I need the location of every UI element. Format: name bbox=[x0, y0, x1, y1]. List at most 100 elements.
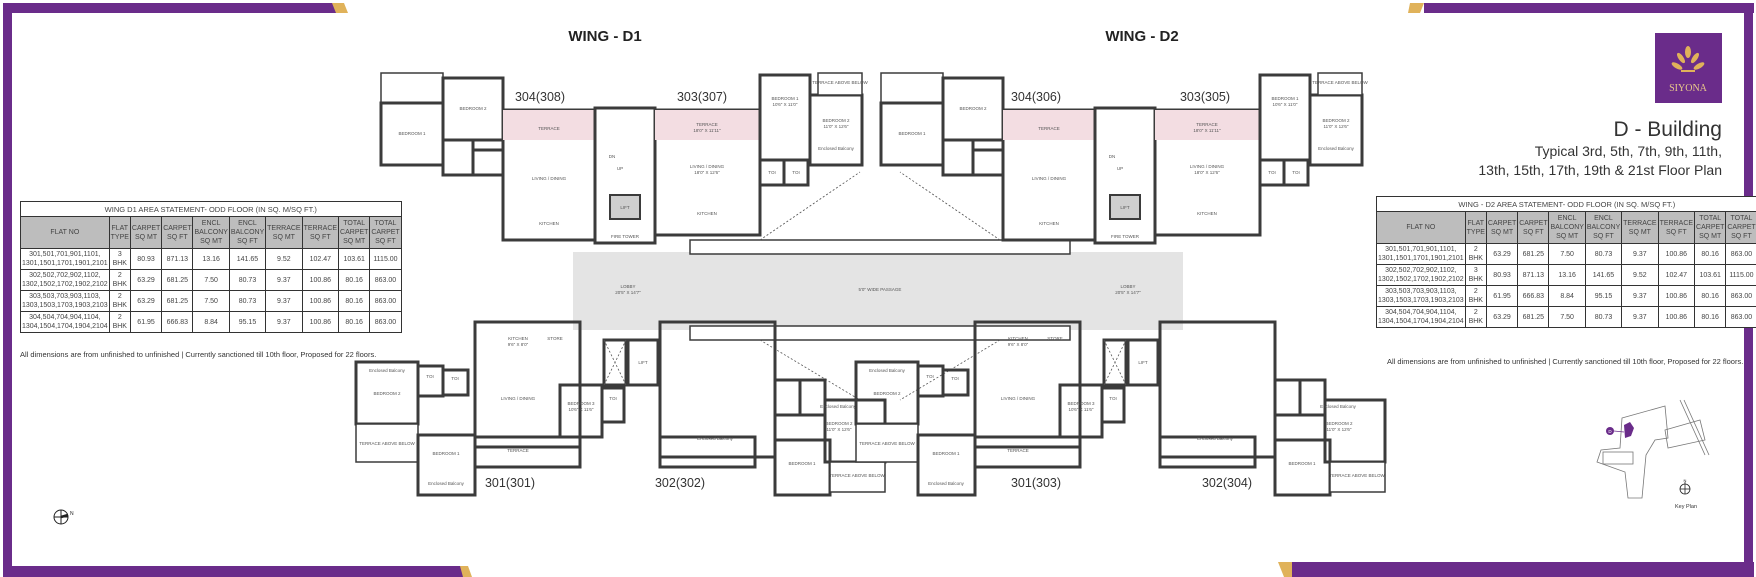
plan-label: TERRACE bbox=[1007, 448, 1029, 453]
key-plan-compass-icon: N bbox=[1679, 478, 1691, 495]
plan-label: DN bbox=[1109, 154, 1116, 159]
floor-subtitle: 13th, 15th, 17th, 19th & 21st Floor Plan bbox=[1478, 162, 1722, 178]
table-cell: 863.00 bbox=[1725, 285, 1756, 307]
table-cell: 63.29 bbox=[1485, 306, 1519, 328]
unit-label: 301(301) bbox=[485, 476, 535, 490]
table-cell: 1115.00 bbox=[1725, 264, 1756, 286]
table-cell: 863.00 bbox=[1725, 306, 1756, 328]
table-cell: 681.25 bbox=[1517, 243, 1550, 265]
table-cell: 80.73 bbox=[1584, 243, 1623, 265]
table-cell: 3 BHK bbox=[108, 248, 131, 270]
siyona-logo: SIYONA bbox=[1655, 33, 1722, 103]
plan-label: 9'6" X 8'0" bbox=[1008, 342, 1029, 347]
table-cell: 100.86 bbox=[1657, 285, 1696, 307]
plan-label: BEDROOM 2 bbox=[1322, 118, 1350, 123]
plan-label: UP bbox=[617, 166, 623, 171]
plan-label: BEDROOM 1 bbox=[932, 451, 960, 456]
plan-label: KITCHEN bbox=[1197, 211, 1217, 216]
building-title: D - Building bbox=[1613, 118, 1722, 141]
table-cell: 302,502,702,902,1102, 1302,1502,1702,190… bbox=[20, 269, 110, 291]
table-cell: 9.37 bbox=[265, 290, 303, 312]
table-cell: 9.37 bbox=[1621, 306, 1659, 328]
table-cell: 80.73 bbox=[228, 290, 267, 312]
table-cell: 80.93 bbox=[129, 248, 163, 270]
plan-label: 20'5" X 14'7" bbox=[615, 290, 641, 295]
table-cell: 304,504,704,904,1104, 1304,1504,1704,190… bbox=[20, 311, 110, 333]
plan-label: FIRE TOWER bbox=[611, 234, 640, 239]
plan-label: KITCHEN bbox=[697, 211, 717, 216]
footnote: All dimensions are from unfinished to un… bbox=[1387, 357, 1744, 366]
plan-label: Enclosed Balcony bbox=[428, 481, 465, 486]
table-cell: 681.25 bbox=[161, 269, 194, 291]
plan-label: TOI bbox=[451, 376, 458, 381]
plan-label: BEDROOM 1 bbox=[898, 131, 926, 136]
plan-label: TOI bbox=[1292, 170, 1299, 175]
plan-label: LIVING / DINING bbox=[501, 396, 536, 401]
plan-label: BEDROOM 1 bbox=[398, 131, 426, 136]
table-row: 302,502,702,902,1102, 1302,1502,1702,190… bbox=[1376, 264, 1756, 286]
column-header: TOTAL CARPET SQ FT bbox=[369, 216, 402, 249]
plan-label: TERRACE ABOVE BELOW bbox=[859, 441, 915, 446]
table-cell: 2 BHK bbox=[108, 269, 131, 291]
column-header: CARPET SQ MT bbox=[129, 216, 163, 249]
table-cell: 871.13 bbox=[1517, 264, 1550, 286]
table-row: 303,503,703,903,1103, 1303,1503,1703,190… bbox=[1376, 285, 1756, 307]
plan-label: LIFT bbox=[620, 205, 630, 210]
table-row: 304,504,704,904,1104, 1304,1504,1704,190… bbox=[1376, 306, 1756, 328]
plan-label: STORE bbox=[547, 336, 562, 341]
plan-label: BEDROOM 1 bbox=[1288, 461, 1316, 466]
column-header: ENCL BALCONY SQ FT bbox=[228, 216, 267, 249]
table-title: WING D1 AREA STATEMENT- ODD FLOOR (IN SQ… bbox=[20, 201, 402, 217]
column-header: CARPET SQ FT bbox=[1517, 211, 1550, 244]
wing-d1-area-table: WING D1 AREA STATEMENT- ODD FLOOR (IN SQ… bbox=[20, 201, 402, 333]
plan-label: N bbox=[70, 511, 74, 517]
plan-label: BEDROOM 1 bbox=[432, 451, 460, 456]
table-cell: 80.16 bbox=[1694, 285, 1727, 307]
footnote: All dimensions are from unfinished to un… bbox=[20, 350, 377, 359]
plan-label: TERRACE bbox=[1038, 126, 1060, 131]
plan-label: LIVING / DINING bbox=[1032, 176, 1067, 181]
plan-label: TERRACE bbox=[538, 126, 560, 131]
unit-label: 302(304) bbox=[1202, 476, 1252, 490]
table-cell: 100.86 bbox=[1657, 243, 1696, 265]
table-cell: 13.16 bbox=[1548, 264, 1586, 286]
plan-label: BEDROOM 2 bbox=[1325, 421, 1353, 426]
table-cell: 80.16 bbox=[1694, 243, 1727, 265]
table-cell: 7.50 bbox=[192, 269, 230, 291]
plan-label: TERRACE ABOVE BELOW bbox=[1312, 80, 1368, 85]
table-cell: 302,502,702,902,1102, 1302,1502,1702,190… bbox=[1376, 264, 1466, 286]
column-header: TERRACE SQ MT bbox=[1621, 211, 1659, 244]
plan-label: LIFT bbox=[638, 360, 648, 365]
plan-label: BEDROOM 2 bbox=[825, 421, 853, 426]
table-cell: 301,501,701,901,1101, 1301,1501,1701,190… bbox=[20, 248, 110, 270]
table-cell: 3 BHK bbox=[1464, 264, 1487, 286]
unit-label: 303(305) bbox=[1180, 90, 1230, 104]
table-cell: 103.61 bbox=[1694, 264, 1727, 286]
plan-label: SIYONA bbox=[1669, 83, 1708, 94]
column-header: TERRACE SQ MT bbox=[265, 216, 303, 249]
table-cell: 63.29 bbox=[129, 269, 163, 291]
plan-label: KITCHEN bbox=[1008, 336, 1028, 341]
plan-label: TERRACE ABOVE BELOW bbox=[812, 80, 868, 85]
table-cell: 7.50 bbox=[1548, 306, 1586, 328]
plan-label: TOI bbox=[1268, 170, 1275, 175]
plan-label: Enclosed Balcony bbox=[818, 146, 855, 151]
table-cell: 61.95 bbox=[129, 311, 163, 333]
plan-label: Enclosed Balcony bbox=[820, 404, 857, 409]
table-cell: 863.00 bbox=[369, 290, 402, 312]
plan-label: KITCHEN bbox=[1039, 221, 1059, 226]
table-cell: 141.65 bbox=[1584, 264, 1623, 286]
plan-label: TOI bbox=[926, 374, 933, 379]
table-cell: 80.73 bbox=[1584, 306, 1623, 328]
plan-label: 10'6" X 11'6" bbox=[1068, 407, 1093, 412]
plan-label: 11'0" X 12'6" bbox=[826, 427, 851, 432]
table-cell: 80.73 bbox=[228, 269, 267, 291]
table-cell: 80.93 bbox=[1485, 264, 1519, 286]
column-header: ENCL BALCONY SQ FT bbox=[1584, 211, 1623, 244]
table-cell: 9.37 bbox=[265, 269, 303, 291]
column-header: TOTAL CARPET SQ MT bbox=[338, 216, 371, 249]
table-cell: 80.16 bbox=[1694, 306, 1727, 328]
plan-label: BEDROOM 2 bbox=[873, 391, 901, 396]
table-cell: 2 BHK bbox=[108, 311, 131, 333]
